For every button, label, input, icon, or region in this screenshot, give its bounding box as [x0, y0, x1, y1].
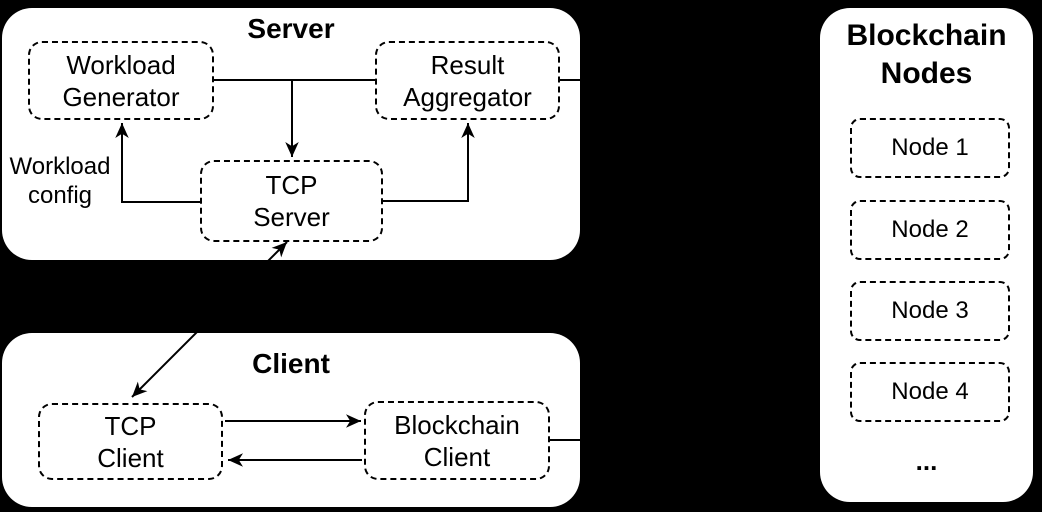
workload-config-label: Workload config	[9, 153, 111, 209]
tcp-client-label: TCP Client	[97, 410, 164, 473]
node-4-label: Node 4	[891, 378, 969, 405]
server-title: Server	[247, 13, 335, 44]
blockchain-client-box: Blockchain Client	[364, 401, 550, 480]
blockchain-client-label: Blockchain Client	[394, 409, 520, 472]
node-2-box: Node 2	[850, 200, 1010, 260]
result-aggregator-box: Result Aggregator	[375, 41, 560, 120]
node-2-label: Node 2	[891, 216, 969, 243]
more-nodes-indicator: ...	[915, 446, 938, 476]
result-aggregator-label: Result Aggregator	[403, 49, 532, 112]
tcp-server-label: TCP Server	[253, 170, 330, 232]
node-1-label: Node 1	[891, 134, 969, 161]
node-3-box: Node 3	[850, 281, 1010, 341]
tcp-server-box: TCP Server	[200, 160, 383, 242]
client-title: Client	[252, 348, 330, 379]
blockchain-nodes-title: Blockchain Nodes	[846, 19, 1007, 90]
tcp-client-box: TCP Client	[38, 403, 223, 480]
workload-generator-box: Workload Generator	[28, 41, 214, 120]
node-3-label: Node 3	[891, 297, 969, 324]
workload-generator-label: Workload Generator	[62, 49, 180, 112]
node-4-box: Node 4	[850, 362, 1010, 422]
node-1-box: Node 1	[850, 118, 1010, 178]
